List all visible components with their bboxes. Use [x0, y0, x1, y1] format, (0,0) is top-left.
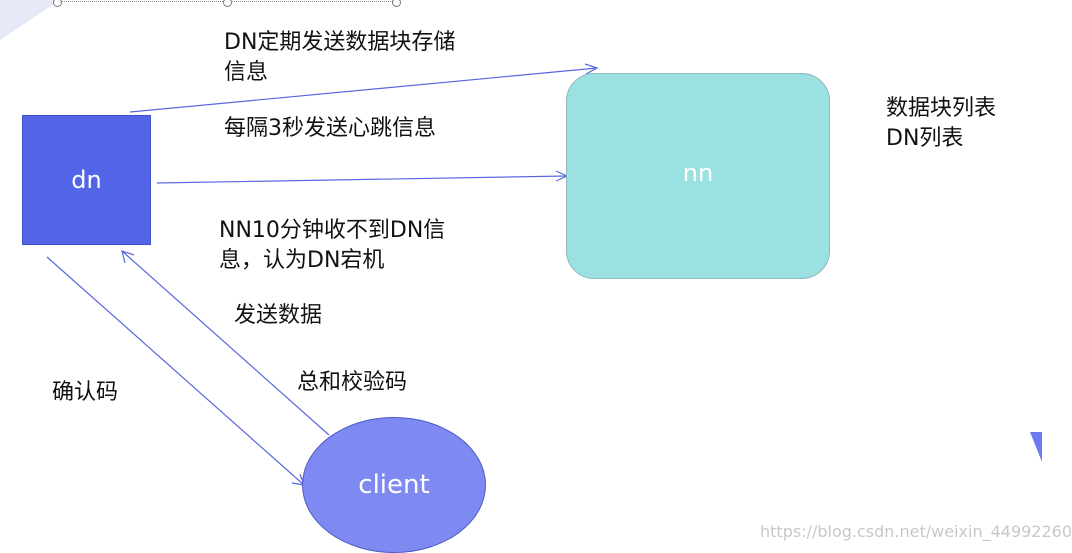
arrow-head: [121, 250, 135, 264]
block-report-label-line2: 信息: [224, 60, 269, 85]
checksum-label: 总和校验码: [297, 370, 408, 395]
selection-handle[interactable]: [392, 0, 401, 7]
datanode-label: dn: [71, 166, 102, 194]
timeout-label-line1: NN10分钟收不到DN信: [219, 218, 446, 243]
block-report-label: DN定期发送数据块存储 信息: [224, 28, 455, 88]
heartbeat-label: 每隔3秒发送心跳信息: [224, 116, 436, 141]
ack-label: 确认码: [52, 380, 119, 405]
timeout-label: NN10分钟收不到DN信 息，认为DN宕机: [219, 216, 445, 276]
arrow-head: [584, 63, 599, 75]
timeout-label-line2: 息，认为DN宕机: [219, 248, 385, 273]
namenode-metadata-label: 数据块列表 DN列表: [886, 94, 996, 154]
namenode-box[interactable]: nn: [566, 73, 830, 279]
namenode-metadata-line1: 数据块列表: [886, 96, 997, 121]
block-report-label-line1: DN定期发送数据块存储: [224, 30, 456, 55]
arrows-layer: [46, 63, 599, 486]
client-label: client: [358, 470, 430, 500]
heartbeat-arrow: [156, 175, 568, 184]
send-data-label: 发送数据: [234, 303, 323, 328]
selection-handle[interactable]: [223, 0, 232, 7]
block-report-arrow: [129, 67, 598, 113]
send-data-arrow: [121, 250, 330, 436]
namenode-label: nn: [682, 159, 714, 187]
selection-guide-line: [53, 0, 401, 7]
namenode-metadata-line2: DN列表: [886, 126, 964, 151]
ack-arrow: [46, 256, 305, 486]
datanode-box[interactable]: dn: [22, 115, 151, 245]
client-ellipse[interactable]: client: [302, 417, 486, 553]
selection-handle[interactable]: [53, 0, 62, 7]
watermark: https://blog.csdn.net/weixin_44992260: [760, 522, 1072, 541]
